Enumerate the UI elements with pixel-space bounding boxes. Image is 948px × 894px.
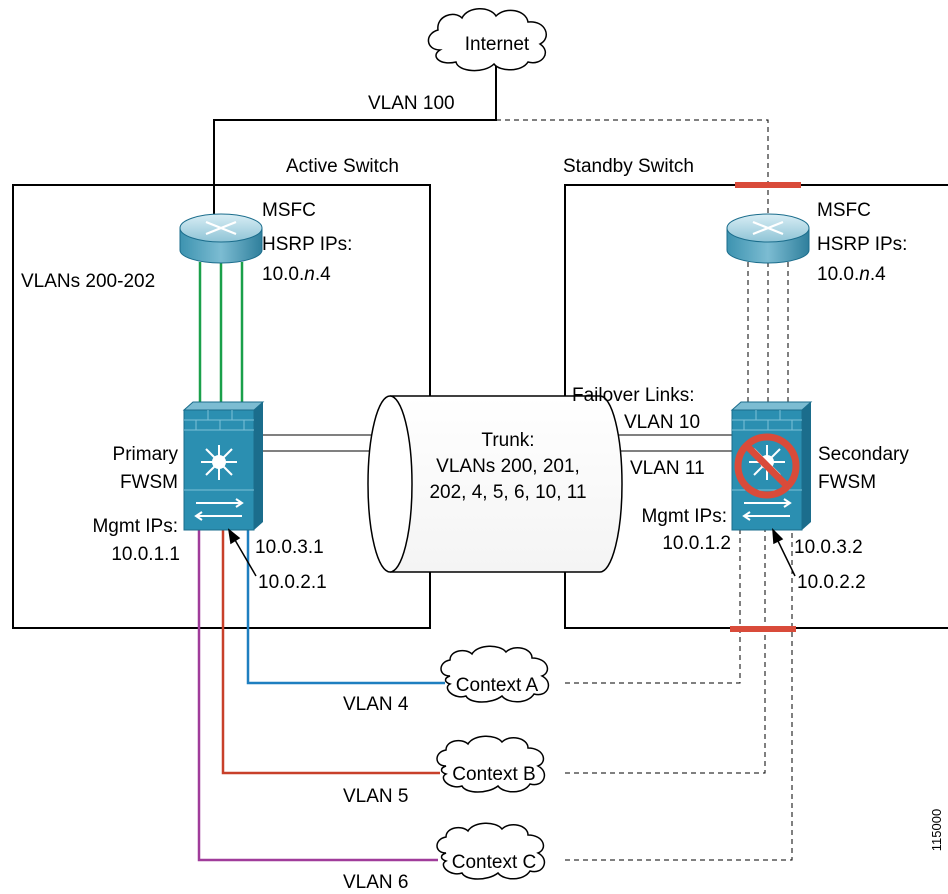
vlan-100-standby-link bbox=[496, 119, 769, 230]
firewall-primary-icon bbox=[182, 401, 265, 531]
blocked-bar-top bbox=[735, 182, 801, 188]
vlan-4-link bbox=[246, 530, 445, 685]
trunk-cylinder bbox=[367, 395, 623, 573]
primary-mgmt-ip-2: 10.0.2.1 bbox=[258, 572, 327, 593]
arrow-secondary-ip bbox=[772, 528, 796, 577]
standby-msfc-label: MSFC bbox=[817, 200, 871, 221]
trunk-label-1: Trunk: bbox=[481, 430, 534, 451]
primary-msfc-label: MSFC bbox=[262, 200, 316, 221]
context-a-vlan-label: VLAN 4 bbox=[343, 694, 409, 715]
router-standby-icon bbox=[726, 213, 810, 264]
secondary-fwsm-label-1: Secondary bbox=[818, 444, 909, 465]
context-c-vlan-label: VLAN 6 bbox=[343, 872, 408, 893]
active-switch-title: Active Switch bbox=[286, 156, 399, 177]
secondary-mgmt-ip-2: 10.0.2.2 bbox=[797, 572, 866, 593]
firewall-secondary-icon bbox=[730, 401, 813, 531]
standby-hsrp-ip: 10.0.n.4 bbox=[817, 264, 886, 285]
standby-switch-title: Standby Switch bbox=[563, 156, 694, 177]
context-b-cloud bbox=[436, 735, 546, 793]
arrow-primary-ip bbox=[227, 528, 257, 577]
disabled-icon bbox=[734, 433, 800, 499]
router-primary-icon bbox=[179, 213, 263, 264]
standby-context-links bbox=[565, 530, 793, 861]
blocked-bar-bottom bbox=[730, 626, 796, 632]
vlan-100-link bbox=[213, 62, 497, 230]
primary-fwsm-label-1: Primary bbox=[113, 444, 179, 465]
secondary-mgmt-ip-3: 10.0.3.2 bbox=[794, 537, 863, 558]
secondary-mgmt-label: Mgmt IPs: bbox=[641, 506, 727, 527]
internet-cloud bbox=[427, 8, 547, 72]
secondary-mgmt-ip-1: 10.0.1.2 bbox=[662, 533, 731, 554]
failover-label: Failover Links: bbox=[572, 385, 695, 406]
vlans-200-202-label: VLANs 200-202 bbox=[21, 271, 155, 292]
trunk-label-2: VLANs 200, 201, bbox=[436, 456, 580, 477]
context-c-cloud bbox=[436, 822, 546, 880]
trunk-label-3: 202, 4, 5, 6, 10, 11 bbox=[429, 482, 586, 503]
vlan-6-link bbox=[197, 530, 438, 862]
failover-vlan-10-label: VLAN 10 bbox=[624, 412, 700, 433]
primary-fwsm-label-2: FWSM bbox=[120, 472, 178, 493]
vlan-5-link bbox=[221, 530, 440, 775]
context-b-vlan-label: VLAN 5 bbox=[343, 786, 408, 807]
primary-mgmt-ip-3: 10.0.3.1 bbox=[255, 537, 324, 558]
hsrp-links-primary bbox=[198, 262, 244, 408]
context-a-label: Context A bbox=[456, 675, 539, 696]
context-a-cloud bbox=[440, 645, 550, 703]
figure-id: 115000 bbox=[929, 809, 944, 851]
primary-hsrp-label: HSRP IPs: bbox=[262, 234, 352, 255]
vlan-100-label: VLAN 100 bbox=[368, 93, 455, 114]
primary-mgmt-label: Mgmt IPs: bbox=[92, 516, 178, 537]
internet-label: Internet bbox=[465, 34, 530, 55]
context-b-label: Context B bbox=[452, 764, 535, 785]
secondary-fwsm-label-2: FWSM bbox=[818, 472, 876, 493]
primary-mgmt-ip-1: 10.0.1.1 bbox=[111, 544, 180, 565]
failover-vlan-11-label: VLAN 11 bbox=[630, 458, 705, 479]
context-c-label: Context C bbox=[452, 852, 536, 873]
primary-hsrp-ip: 10.0.n.4 bbox=[262, 264, 331, 285]
standby-msfc-links bbox=[747, 262, 789, 408]
standby-hsrp-label: HSRP IPs: bbox=[817, 234, 907, 255]
